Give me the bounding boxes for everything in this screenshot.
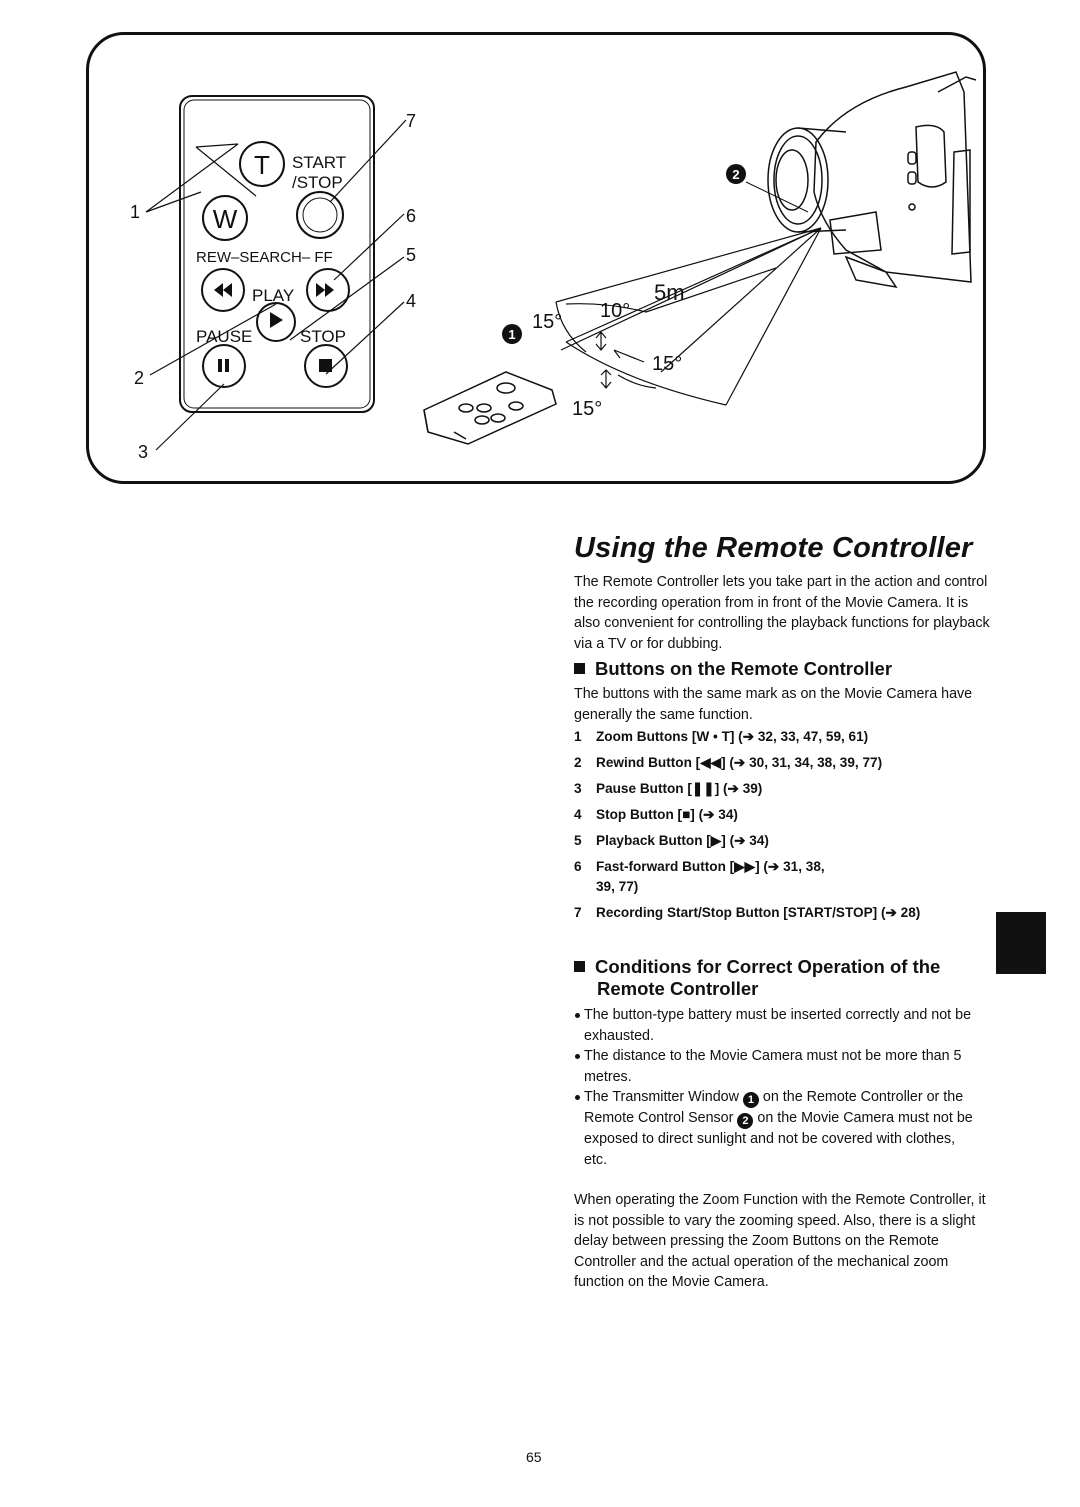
callout-6: 6 [406,206,416,226]
stop-button [304,344,348,388]
range-angle-left: 15° [532,311,562,333]
conditions-heading: Conditions for Correct Operation of the … [574,956,994,1000]
start-label: START [292,153,346,172]
movie-camera [767,71,977,289]
remote-body [179,95,375,413]
zoom-w-label: W [213,204,238,234]
small-remote [423,371,557,445]
stop-label: STOP [300,327,346,346]
list-item: The Transmitter Window 1 on the Remote C… [574,1087,982,1170]
callout-5: 5 [406,245,416,265]
buttons-description: The buttons with the same mark as on the… [574,686,973,723]
figure-frame [86,32,986,484]
range-angle-down: 15° [572,398,602,420]
range-distance: 5m [654,280,685,305]
buttons-heading: Buttons on the Remote Controller [574,658,994,680]
remote-controller-illustration: T W START /STOP REW–SEARCH– FF PLAY PAUS… [130,71,977,462]
play-label: PLAY [252,286,294,305]
stop-slash-label: /STOP [292,173,343,192]
intro-paragraph: The Remote Controller lets you take part… [574,574,990,652]
list-item: The button-type battery must be inserted… [574,1005,982,1046]
fast-forward-button [306,268,350,312]
play-button [256,302,296,342]
transmitter-window-marker [502,324,522,344]
remote-sensor-marker [726,164,746,184]
transmitter-window-marker-icon: 1 [742,1092,759,1109]
section-title: Using the Remote Controller [574,532,973,564]
zoom-t-label: T [254,150,270,180]
range-angle-up: 10° [600,300,630,322]
marker-1-label: 1 [508,327,515,342]
zoom-note-paragraph: When operating the Zoom Function with th… [574,1192,986,1291]
rew-search-ff-label: REW–SEARCH– FF [196,249,333,266]
callout-7: 7 [406,111,416,131]
callout-3: 3 [138,442,148,462]
conditions-list: The button-type battery must be inserted… [574,1005,982,1171]
bullet-square-icon [574,663,585,674]
zoom-w-button [202,195,248,241]
remote-sensor-marker-icon: 2 [737,1113,754,1130]
pause-button [202,344,246,388]
rewind-button [201,268,245,312]
callout-4: 4 [406,291,416,311]
bullet-square-icon [574,961,585,972]
zoom-t-button [239,141,285,187]
callout-1: 1 [130,202,140,222]
section-tab-marker [996,912,1046,974]
marker-2-label: 2 [732,167,739,182]
start-stop-button [296,191,344,239]
pause-label: PAUSE [196,327,252,346]
list-item: The distance to the Movie Camera must no… [574,1046,982,1087]
callout-2: 2 [134,368,144,388]
range-angle-right: 15° [652,353,682,375]
page-number: 65 [526,1449,542,1465]
